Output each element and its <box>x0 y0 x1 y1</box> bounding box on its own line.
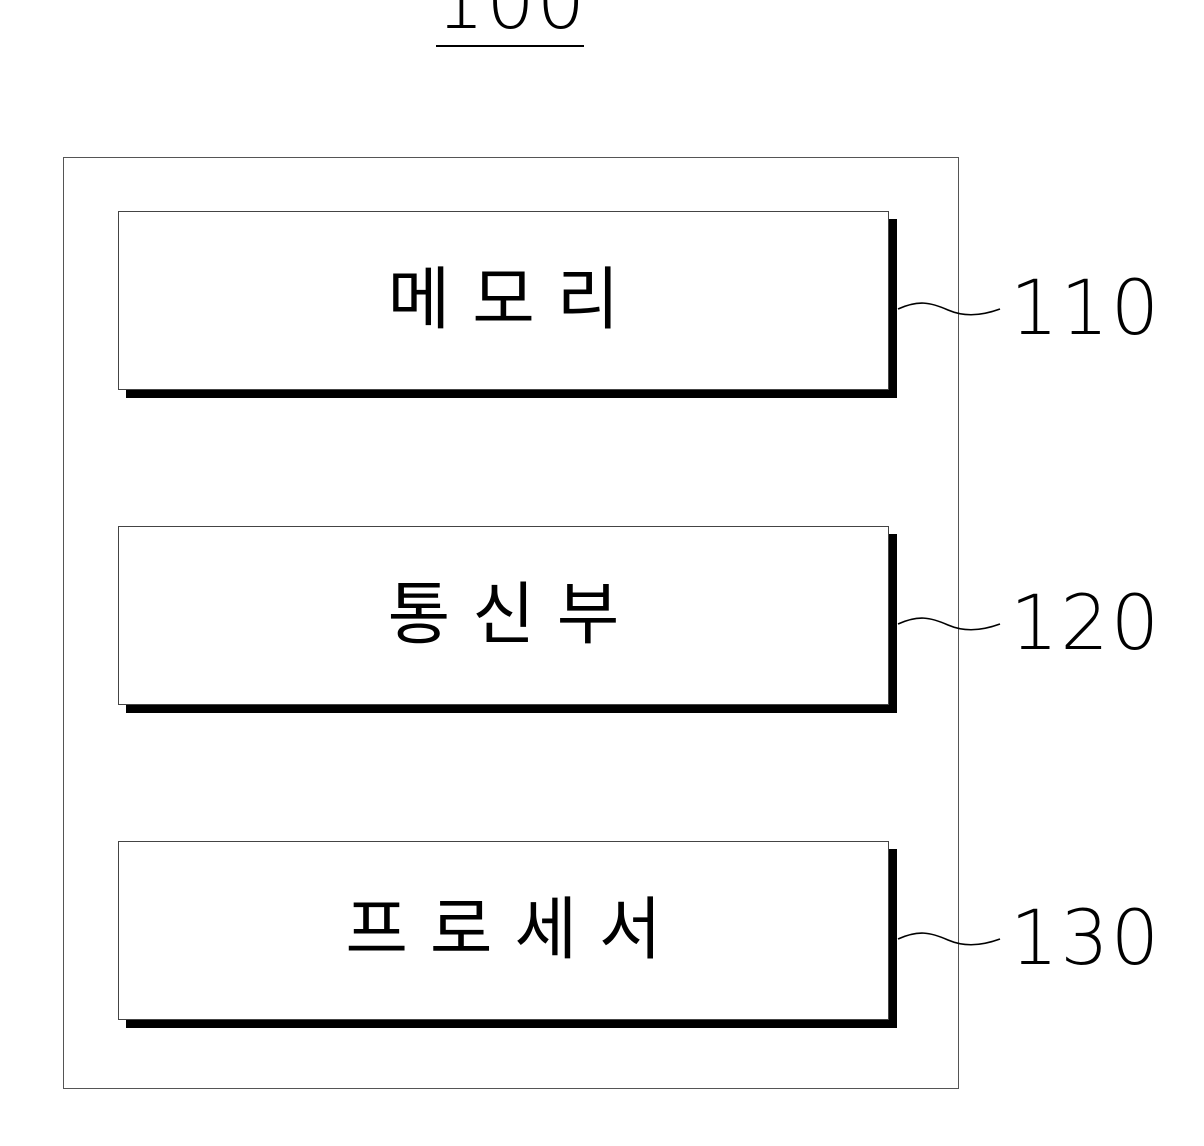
leader-line-processor <box>898 933 1000 945</box>
communication-unit-reference-number: 120 <box>1010 585 1161 661</box>
memory-reference-number: 110 <box>1010 270 1161 346</box>
leader-line-communication <box>898 618 1000 630</box>
processor-reference-number: 130 <box>1010 900 1161 976</box>
leader-line-memory <box>898 303 1000 315</box>
